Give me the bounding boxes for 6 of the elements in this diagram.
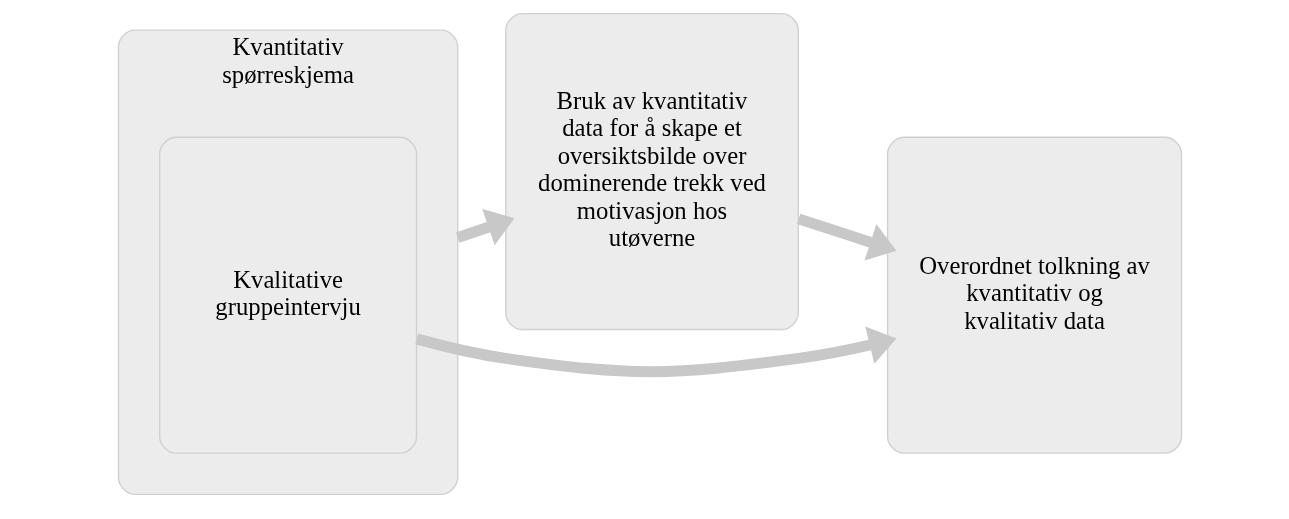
arrow	[455, 208, 515, 246]
node-box: Kvalitative gruppeintervju	[159, 136, 418, 454]
node-box: Bruk av kvantitativ data for å skape et oversiktsbilde over dominerende trekk ved motivasjon hos utøverne	[505, 12, 799, 331]
node-box: Overordnet tolkning av kvantitativ og kvalitativ data	[886, 136, 1183, 454]
arrow	[415, 326, 897, 378]
arrow	[796, 213, 897, 261]
